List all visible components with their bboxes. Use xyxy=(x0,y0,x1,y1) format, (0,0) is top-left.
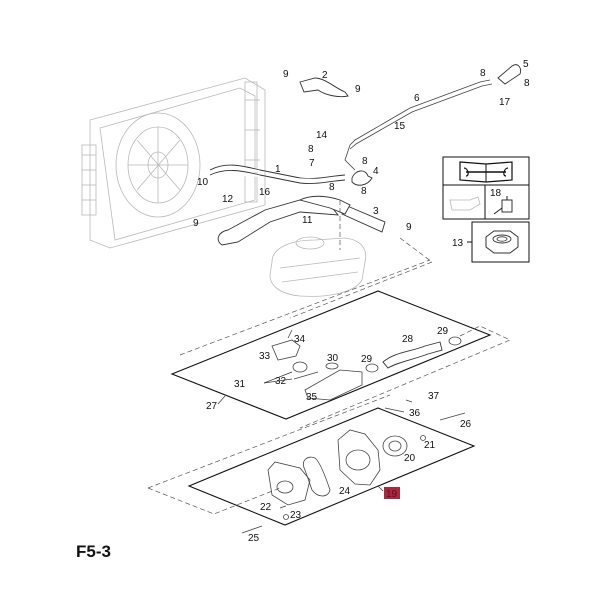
pipe-6 xyxy=(344,79,493,171)
service-manual-wrench-icon xyxy=(459,161,513,183)
nut-box xyxy=(467,221,530,263)
callout-22[interactable]: 22 xyxy=(260,502,272,513)
callout-9b[interactable]: 9 xyxy=(355,84,361,95)
callout-16[interactable]: 16 xyxy=(259,187,271,198)
callout-15[interactable]: 15 xyxy=(394,121,406,132)
callout-28[interactable]: 28 xyxy=(402,334,414,345)
hose-5 xyxy=(497,64,521,85)
callout-9d[interactable]: 9 xyxy=(406,222,412,233)
callout-8e[interactable]: 8 xyxy=(361,186,367,197)
callout-8b[interactable]: 8 xyxy=(524,78,530,89)
callout-1[interactable]: 1 xyxy=(275,164,281,175)
callout-9c[interactable]: 9 xyxy=(193,218,199,229)
callout-17[interactable]: 17 xyxy=(499,97,511,108)
callout-10[interactable]: 10 xyxy=(197,177,209,188)
legend-box xyxy=(442,156,530,220)
callout-8c[interactable]: 8 xyxy=(362,156,368,167)
radiator-fan-assembly xyxy=(81,77,266,249)
figure-id: F5-3 xyxy=(76,542,111,561)
callout-5[interactable]: 5 xyxy=(523,59,529,70)
callout-30[interactable]: 30 xyxy=(327,353,339,364)
sensor-icon xyxy=(493,196,513,215)
callouts: 1 2 3 4 5 6 7 8 8 8 8 8 8 9 9 9 9 10 11 … xyxy=(193,59,530,544)
callout-32[interactable]: 32 xyxy=(275,376,287,387)
callout-21[interactable]: 21 xyxy=(424,440,436,451)
callout-19-badge[interactable] xyxy=(384,487,400,499)
kit-frame-27 xyxy=(170,290,511,429)
callout-34[interactable]: 34 xyxy=(294,334,306,345)
callout-4[interactable]: 4 xyxy=(373,166,379,177)
expansion-tank xyxy=(269,236,367,297)
callout-26[interactable]: 26 xyxy=(460,419,472,430)
callout-20[interactable]: 20 xyxy=(404,453,416,464)
callout-29b[interactable]: 29 xyxy=(361,354,373,365)
callout-33[interactable]: 33 xyxy=(259,351,271,362)
callout-3[interactable]: 3 xyxy=(373,206,379,217)
callout-19[interactable]: 19 xyxy=(386,489,398,500)
callout-27[interactable]: 27 xyxy=(206,401,218,412)
callout-24[interactable]: 24 xyxy=(339,486,351,497)
hose-1 xyxy=(209,164,346,184)
callout-29a[interactable]: 29 xyxy=(437,326,449,337)
callout-8a[interactable]: 8 xyxy=(480,68,486,79)
callout-18[interactable]: 18 xyxy=(490,188,502,199)
callout-31[interactable]: 31 xyxy=(234,379,246,390)
callout-23[interactable]: 23 xyxy=(290,510,302,521)
callout-11[interactable]: 11 xyxy=(302,215,313,226)
callout-9a[interactable]: 9 xyxy=(283,69,289,80)
hose-4 xyxy=(351,170,373,186)
callout-8f[interactable]: 8 xyxy=(308,144,314,155)
callout-12[interactable]: 12 xyxy=(222,194,234,205)
callout-35[interactable]: 35 xyxy=(306,392,318,403)
hose-2 xyxy=(299,77,349,98)
callout-6[interactable]: 6 xyxy=(414,93,420,104)
callout-37[interactable]: 37 xyxy=(428,391,440,402)
callout-13[interactable]: 13 xyxy=(452,238,464,249)
callout-25[interactable]: 25 xyxy=(248,533,260,544)
callout-2[interactable]: 2 xyxy=(322,70,328,81)
callout-36[interactable]: 36 xyxy=(409,408,421,419)
callout-8d[interactable]: 8 xyxy=(329,182,335,193)
kit-frame-19 xyxy=(147,394,476,534)
oil-can-icon xyxy=(449,196,481,211)
hex-nut-icon xyxy=(485,230,519,254)
lower-hose-assembly xyxy=(217,195,351,246)
callout-14[interactable]: 14 xyxy=(316,130,328,141)
callout-7[interactable]: 7 xyxy=(309,158,315,169)
